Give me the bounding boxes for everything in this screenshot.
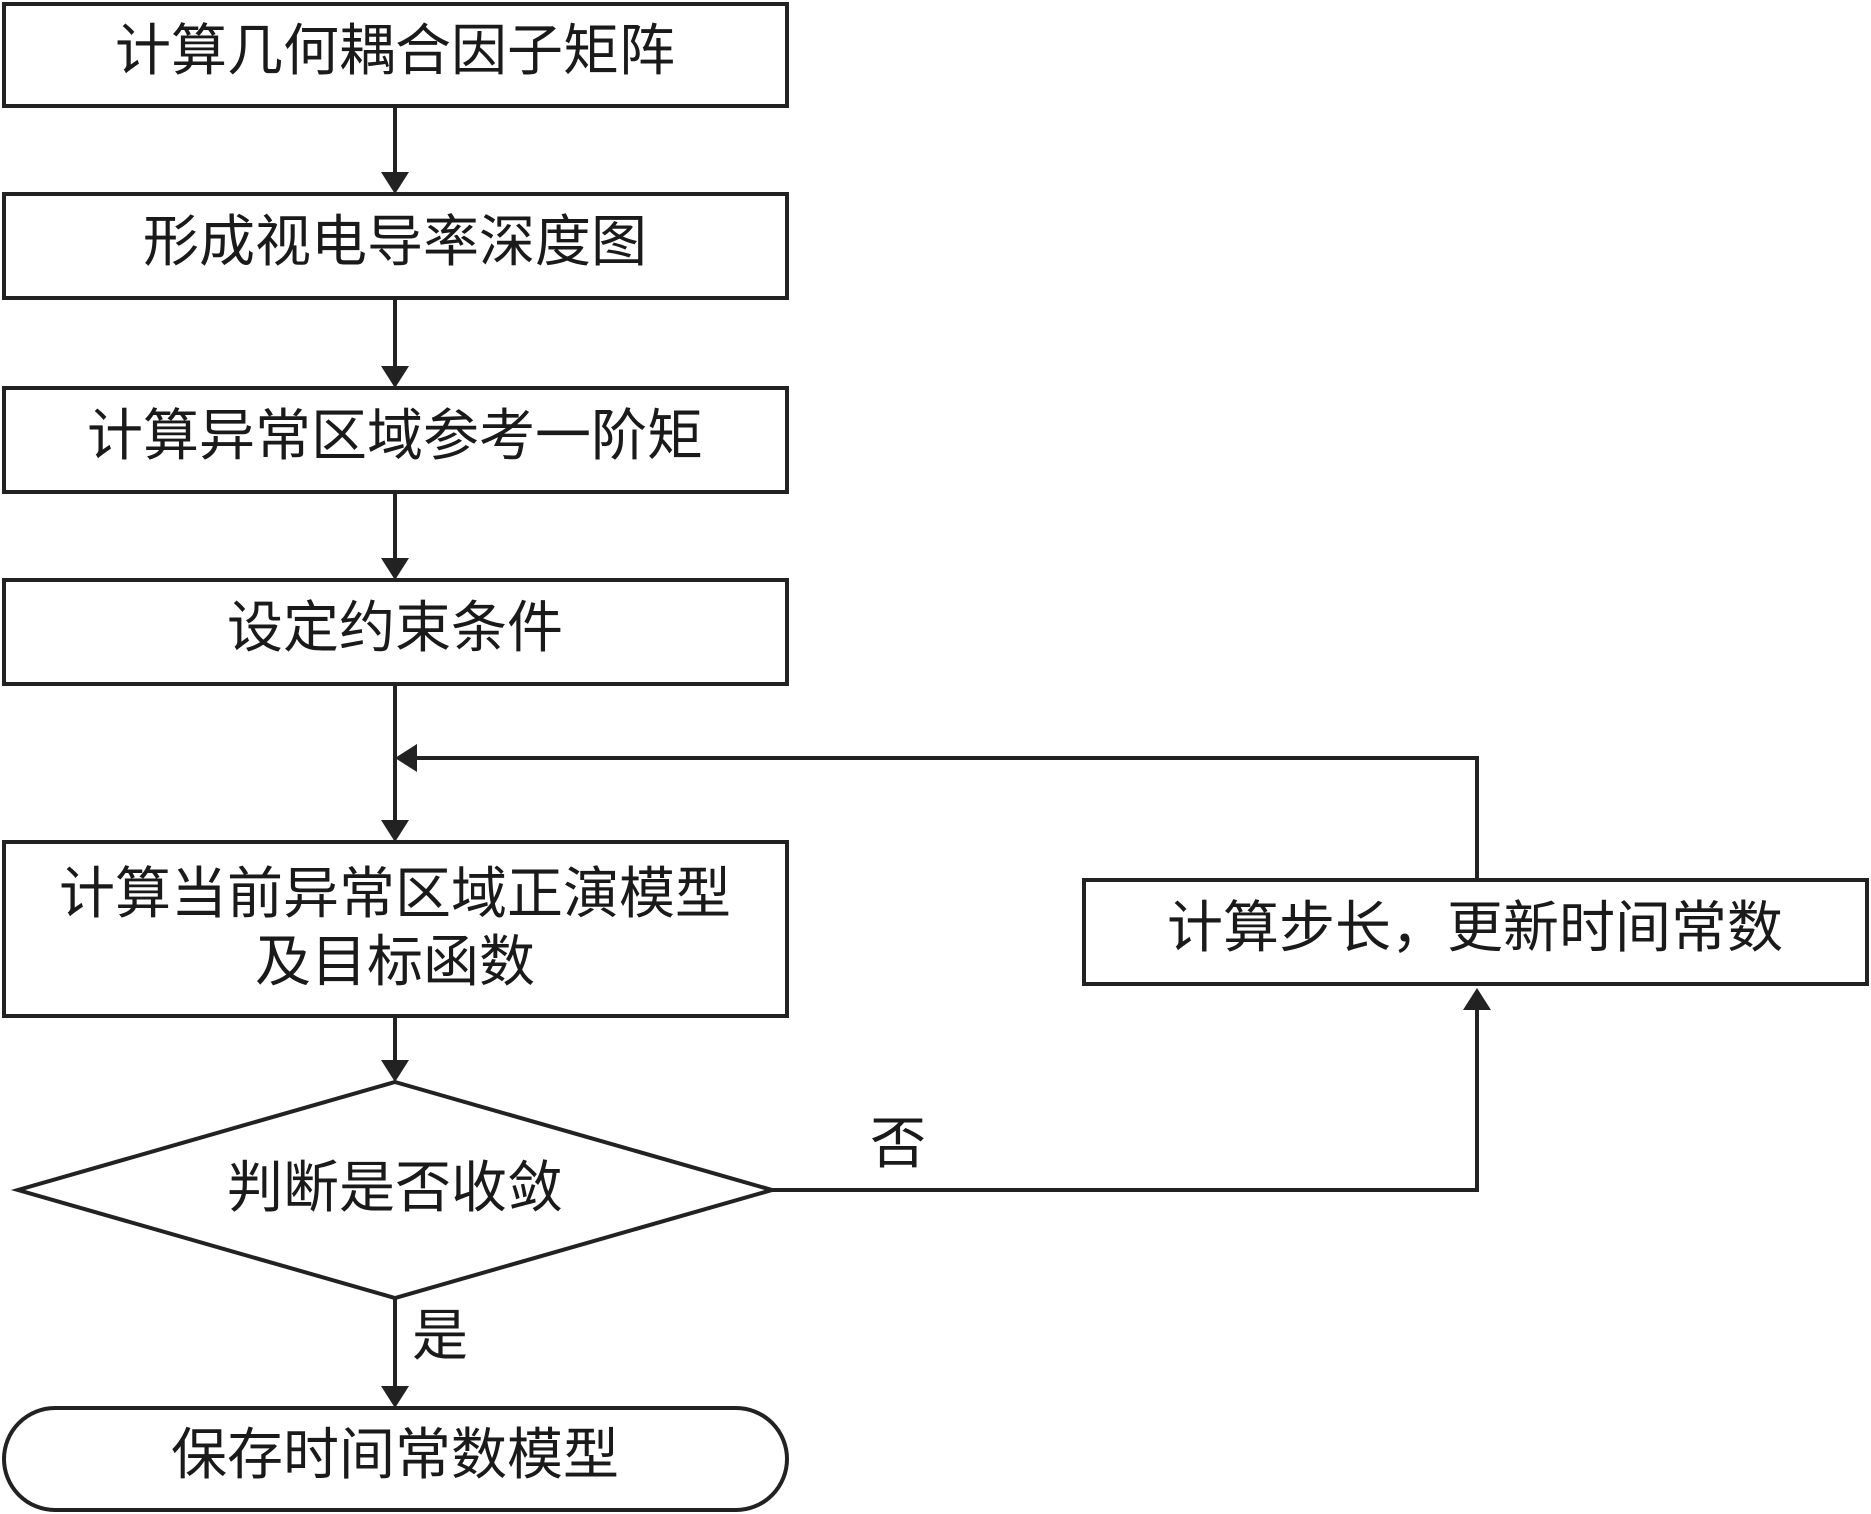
- edge-label-no: 否: [870, 1112, 926, 1177]
- edge-step3-to-step4: [381, 492, 409, 580]
- node-label-line1: 计算当前异常区域正演模型: [59, 862, 731, 927]
- edge-step5-to-decision: [381, 1016, 409, 1082]
- edge-step2-to-step3: [381, 298, 409, 388]
- node-label: 计算步长，更新时间常数: [1167, 896, 1783, 961]
- edge-step1-to-step2: [381, 106, 409, 194]
- node-convergence-check: 判断是否收敛: [10, 1079, 780, 1301]
- edge-label-yes: 是: [412, 1304, 468, 1369]
- edge-decision-yes-to-end: [381, 1298, 409, 1408]
- node-label: 保存时间常数模型: [171, 1423, 619, 1488]
- edge-update-loop-back: [395, 744, 1479, 880]
- node-forward-model-objective: 计算当前异常区域正演模型 及目标函数: [2, 840, 789, 1018]
- node-update-step-time-constant: 计算步长，更新时间常数: [1082, 878, 1869, 986]
- edge-decision-no-to-update: [772, 988, 1491, 1192]
- node-anomaly-first-moment: 计算异常区域参考一阶矩: [2, 386, 789, 494]
- edge-step4-to-step5: [381, 684, 409, 842]
- node-label: 判断是否收敛: [227, 1156, 563, 1221]
- node-label: 设定约束条件: [227, 596, 563, 661]
- node-compute-geometric-coupling-matrix: 计算几何耦合因子矩阵: [2, 2, 789, 108]
- node-label: 形成视电导率深度图: [143, 210, 647, 275]
- node-save-time-constant-model: 保存时间常数模型: [2, 1406, 789, 1512]
- node-set-constraints: 设定约束条件: [2, 578, 789, 686]
- node-label-line2: 及目标函数: [255, 930, 535, 995]
- node-apparent-conductivity-depth-map: 形成视电导率深度图: [2, 192, 789, 300]
- node-label: 计算异常区域参考一阶矩: [87, 404, 703, 469]
- node-label: 计算几何耦合因子矩阵: [115, 19, 675, 84]
